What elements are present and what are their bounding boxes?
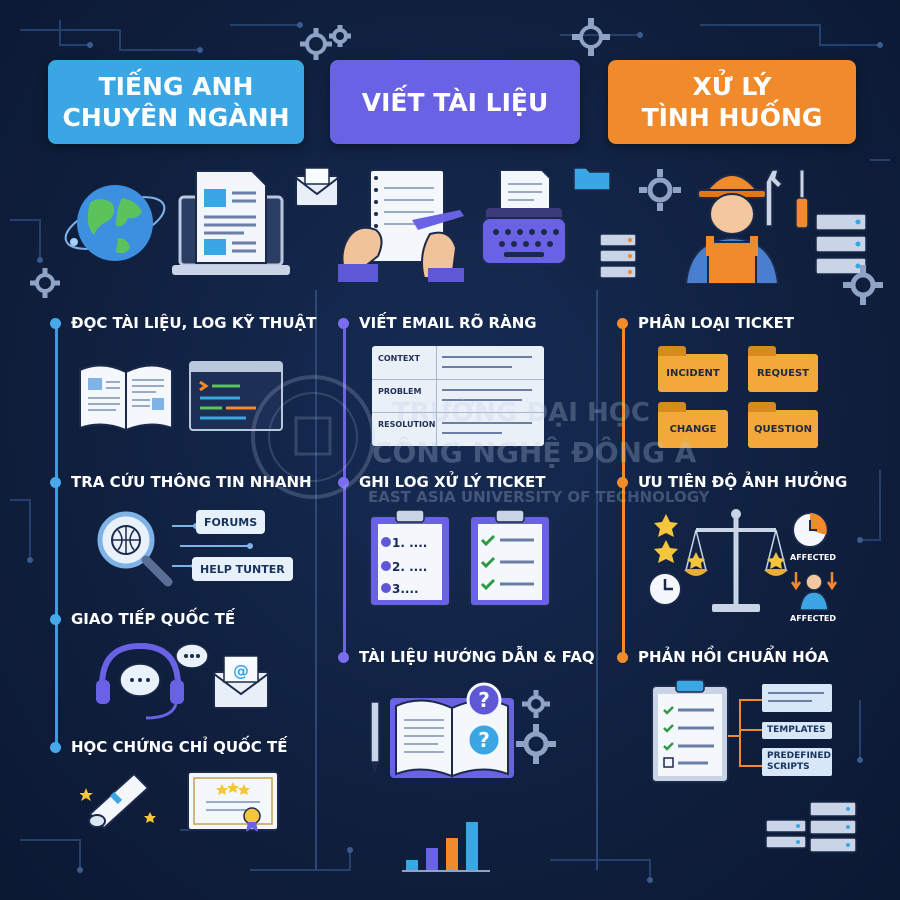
person-arrow-icon xyxy=(790,572,838,611)
svg-text:?: ? xyxy=(478,728,490,752)
section-quick-lookup: TRA CỨU THÔNG TIN NHANH xyxy=(50,473,312,491)
label-affected-2: AFFECTED xyxy=(790,614,837,623)
question-book-icon: ? ? xyxy=(390,682,514,778)
folder-question: QUESTION xyxy=(748,402,818,448)
bar-chart-icon xyxy=(402,822,490,872)
gear-icon xyxy=(30,268,60,298)
certificate-icon xyxy=(187,771,279,832)
clipboard-checklist-icon xyxy=(651,679,729,783)
laptop-document-icon xyxy=(172,170,290,275)
code-window-icon xyxy=(189,361,283,431)
section-reading-logs: ĐỌC TÀI LIỆU, LOG KỸ THUẬT xyxy=(50,314,316,332)
step-1: 1. .... xyxy=(392,536,428,550)
folder-icon xyxy=(573,167,611,191)
section-impact-priority: ƯU TIÊN ĐỘ ẢNH HƯỞNG xyxy=(617,473,847,491)
tag-templates: TEMPLATES xyxy=(762,722,832,739)
email-structure-card: CONTEXT PROBLEM RESOLUTION xyxy=(372,346,544,446)
field-problem: PROBLEM xyxy=(378,387,422,396)
header-situation-handling: XỬ LÝ TÌNH HUỐNG xyxy=(608,60,856,144)
clipboard-checklist-icon xyxy=(469,509,551,607)
tag-help-tunter: HELP TUNTER xyxy=(192,557,293,581)
section-international-communication: GIAO TIẾP QUỐC TẾ xyxy=(50,610,235,628)
diploma-scroll-icon xyxy=(80,772,156,830)
gear-icon xyxy=(843,265,883,305)
gear-icon xyxy=(300,25,351,60)
tag-predefined-scripts: PREDEFINED SCRIPTS xyxy=(762,748,832,776)
clock-icon xyxy=(648,572,682,606)
technician-icon xyxy=(684,174,780,284)
connector-lines xyxy=(728,699,764,767)
field-context: CONTEXT xyxy=(378,354,420,363)
open-book-icon xyxy=(79,364,173,432)
notebook-writing-icon xyxy=(338,169,464,282)
svg-text:?: ? xyxy=(478,688,490,712)
folder-incident: INCIDENT xyxy=(658,346,728,392)
timer-icon xyxy=(792,512,828,548)
step-2: 2. .... xyxy=(392,560,428,574)
tools-icon xyxy=(765,169,809,229)
svg-text:@: @ xyxy=(233,661,249,680)
scale-icon xyxy=(684,509,788,612)
email-at-icon: @ xyxy=(213,655,269,709)
folder-request: REQUEST xyxy=(748,346,818,392)
folder-change: CHANGE xyxy=(658,402,728,448)
star-icon xyxy=(654,514,678,563)
server-icon xyxy=(599,233,637,279)
gear-icon xyxy=(516,690,556,764)
header-documentation: VIẾT TÀI LIỆU xyxy=(330,60,580,144)
server-icon xyxy=(765,801,857,853)
timeline-situation xyxy=(622,328,625,656)
label-affected-1: AFFECTED xyxy=(790,553,837,562)
envelope-icon xyxy=(295,167,339,207)
section-clear-email: VIẾT EMAIL RÕ RÀNG xyxy=(338,314,537,332)
field-resolution: RESOLUTION xyxy=(378,420,436,429)
step-3: 3.... xyxy=(392,582,419,596)
server-icon xyxy=(815,213,867,275)
pencil-icon xyxy=(370,701,380,774)
section-ticket-log: GHI LOG XỬ LÝ TICKET xyxy=(338,473,546,491)
gear-icon xyxy=(572,18,610,56)
header-english: TIẾNG ANH CHUYÊN NGÀNH xyxy=(48,60,304,144)
section-international-certificates: HỌC CHỨNG CHỈ QUỐC TẾ xyxy=(50,738,287,756)
timeline-english xyxy=(55,328,58,746)
response-snippet-card xyxy=(762,684,832,712)
section-standardized-response: PHẢN HỒI CHUẨN HÓA xyxy=(617,648,829,666)
globe-icon xyxy=(64,185,166,261)
gear-icon xyxy=(639,169,681,211)
section-guides-faq: TÀI LIỆU HƯỚNG DẪN & FAQ xyxy=(338,648,595,666)
watermark-line-1: TRƯỜNG ĐẠI HỌC xyxy=(392,398,650,428)
headset-chat-icon xyxy=(96,642,209,720)
clipboard-steps-icon xyxy=(369,509,451,607)
timeline-documentation xyxy=(343,328,346,656)
tag-forums: FORUMS xyxy=(196,510,266,534)
typewriter-icon xyxy=(481,169,567,265)
section-ticket-classification: PHÂN LOẠI TICKET xyxy=(617,314,794,332)
watermark-line-2: CÔNG NGHỆ ĐÔNG Á xyxy=(372,436,697,469)
watermark-line-3: EAST ASIA UNIVERSITY OF TECHNOLOGY xyxy=(368,488,710,506)
magnifier-globe-icon xyxy=(97,511,173,587)
university-seal-watermark xyxy=(251,375,375,499)
